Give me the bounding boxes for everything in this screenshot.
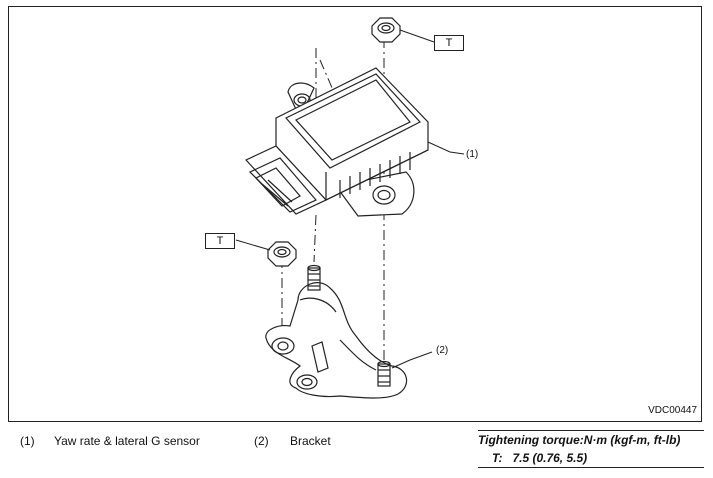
nut-upper — [371, 17, 401, 43]
legend-item-2-label: Bracket — [290, 434, 331, 448]
sensor-body — [245, 67, 429, 217]
figure-code: VDC00447 — [648, 405, 697, 416]
legend-item-2-num: (2) — [254, 434, 269, 448]
legend-item-1-num: (1) — [20, 434, 35, 448]
leader-lines — [235, 29, 465, 369]
diagram-frame — [8, 6, 702, 422]
torque-rule-top — [478, 430, 704, 431]
torque-tag-lower: T — [205, 233, 235, 249]
callout-part-2: (2) — [436, 345, 449, 356]
bracket-shape — [265, 282, 408, 399]
torque-spec: T: 7.5 (0.76, 5.5) — [492, 451, 588, 465]
callout-part-1: (1) — [466, 149, 479, 160]
nut-lower — [267, 241, 297, 267]
legend-item-1-label: Yaw rate & lateral G sensor — [54, 434, 200, 448]
torque-heading: Tightening torque:N·m (kgf-m, ft-lb) — [478, 433, 681, 447]
torque-rule-bottom — [478, 467, 704, 468]
torque-tag-upper: T — [434, 35, 464, 51]
bracket-studs — [307, 264, 391, 387]
